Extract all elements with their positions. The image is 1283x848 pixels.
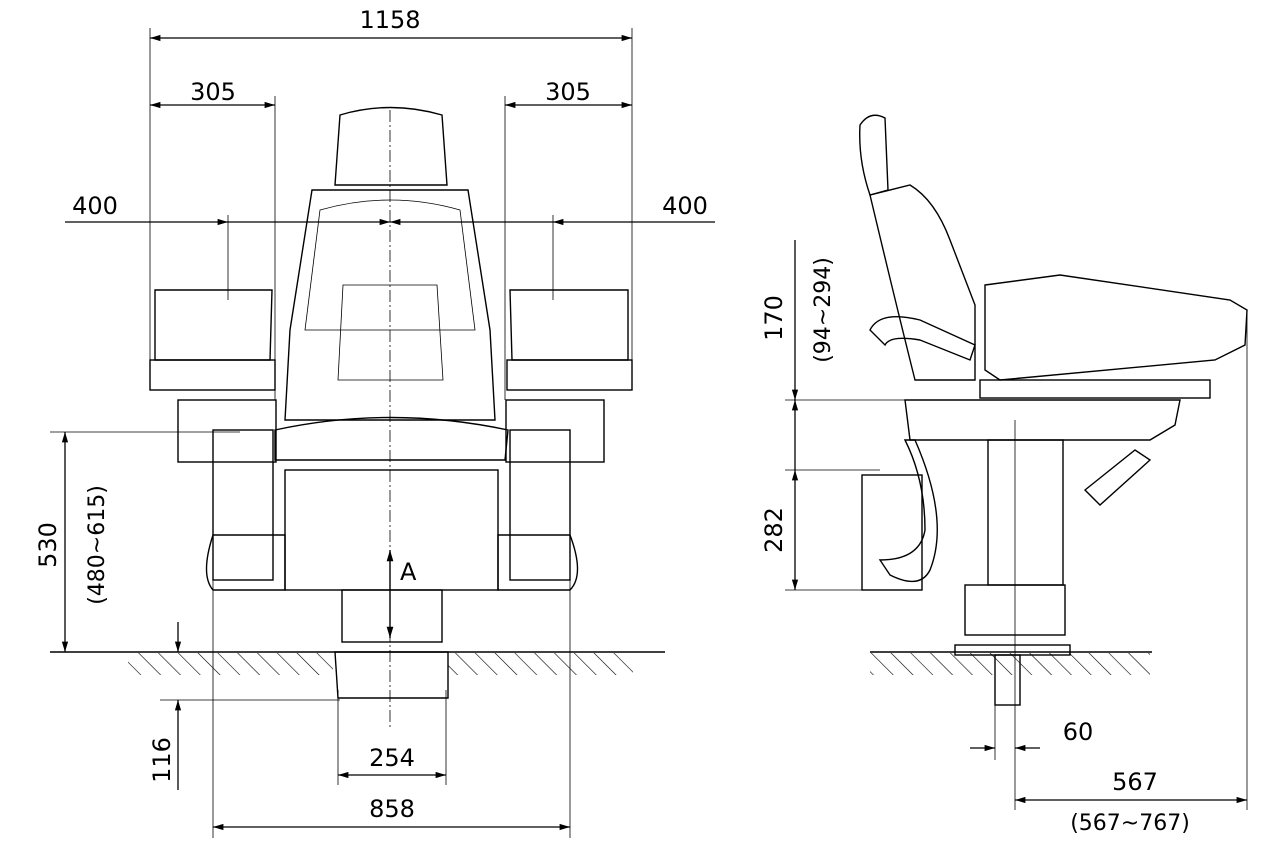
pedestal	[341, 589, 443, 643]
side-pedestal	[964, 584, 1066, 636]
dim-depth: 567	[1112, 768, 1158, 796]
side-console	[984, 274, 1248, 381]
dim-left-offset: 400	[72, 192, 118, 220]
dim-armrest-left: 305	[190, 78, 236, 106]
side-post	[994, 654, 1021, 706]
side-ground-hatch	[870, 653, 1150, 675]
front-view: 1158 305 305 400 400 530 (480~615) 116 2…	[34, 6, 715, 838]
seat-back	[284, 189, 496, 421]
side-seat-frame	[904, 399, 1181, 441]
floor-mount	[334, 651, 449, 699]
left-console	[149, 289, 286, 591]
headrest	[334, 106, 448, 186]
side-view: 170 (94~294) 282 60 567 (567~767)	[760, 114, 1248, 836]
dim-depth-range: (567~767)	[1070, 811, 1190, 836]
dim-post-width: 60	[1063, 718, 1094, 746]
direction-label: A	[400, 558, 417, 586]
dim-armrest-height-range: (94~294)	[811, 257, 836, 363]
dim-overall-width: 1158	[359, 6, 420, 34]
side-armrest	[869, 316, 976, 361]
dim-base-depth: 116	[148, 737, 176, 783]
side-box	[861, 474, 923, 591]
dim-armrest-right: 305	[545, 78, 591, 106]
side-hose	[878, 439, 938, 583]
ground-hatch-left	[128, 653, 333, 675]
side-extension-lines	[785, 310, 1248, 810]
side-backrest	[869, 184, 976, 381]
dim-base-width: 254	[369, 744, 415, 772]
ground-hatch-right	[448, 653, 633, 675]
dim-seat-height: 530	[34, 522, 62, 568]
dim-seat-height-range: (480~615)	[85, 485, 110, 605]
right-console	[497, 289, 633, 591]
dim-armrest-height: 170	[760, 295, 788, 341]
seat-cushion	[274, 416, 509, 461]
dim-pedestal-height: 282	[760, 507, 788, 553]
extension-lines	[50, 28, 633, 838]
dim-right-offset: 400	[662, 192, 708, 220]
side-headrest	[859, 114, 889, 196]
side-column	[987, 439, 1064, 586]
dim-frame-width: 858	[369, 795, 415, 823]
seat-side	[859, 114, 1248, 706]
seat-base-box	[284, 469, 499, 591]
seat-front: A	[274, 106, 509, 699]
